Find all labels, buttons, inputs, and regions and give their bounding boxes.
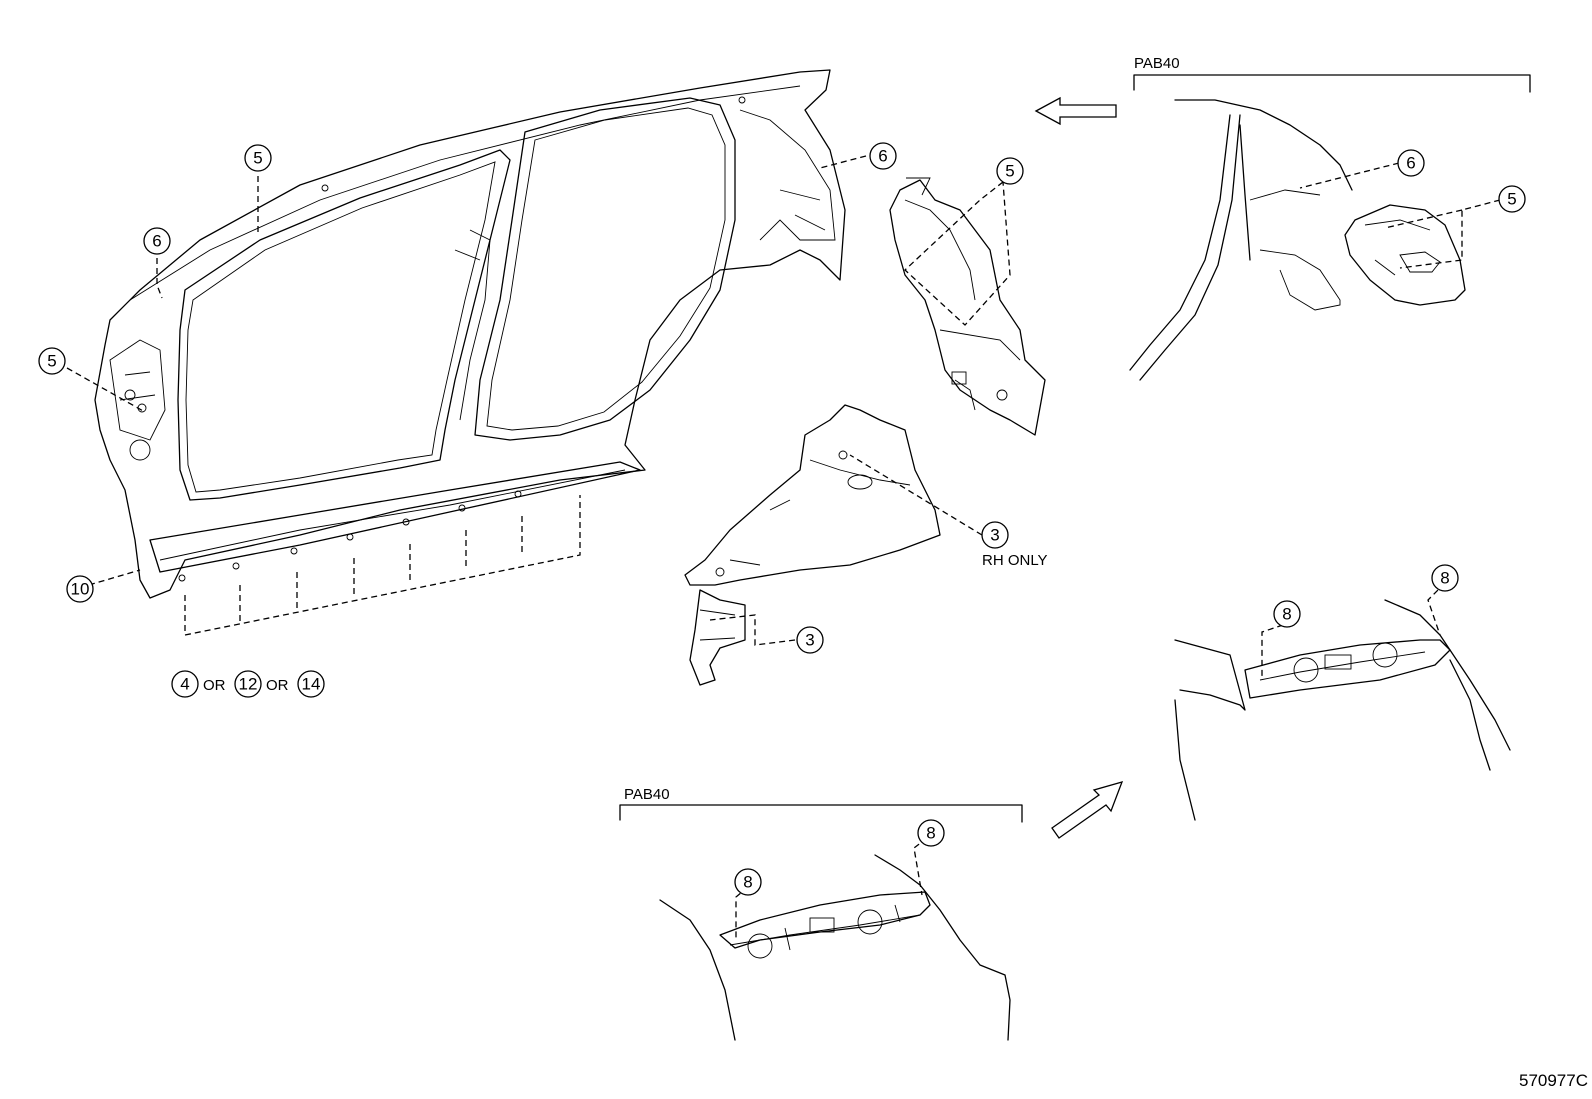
- callout-6-front: 6: [143, 227, 171, 255]
- arrow-up-right-icon: [1051, 781, 1124, 839]
- callout-6-rear: 6: [869, 142, 897, 170]
- callout-number: 14: [302, 675, 321, 694]
- callout-14: 14: [297, 670, 325, 698]
- callout-number: 8: [1440, 569, 1449, 588]
- variant-label-top: PAB40: [1134, 55, 1180, 72]
- callout-number: 5: [253, 149, 262, 168]
- callout-12: 12: [234, 670, 262, 698]
- callout-number: 12: [239, 675, 258, 694]
- or-label: OR: [203, 677, 226, 694]
- callout-3-lower: 3: [796, 626, 824, 654]
- callout-number: 3: [805, 631, 814, 650]
- luggage-floor-inset-right: [1174, 599, 1511, 821]
- or-label: OR: [266, 677, 289, 694]
- callout-3-wheelhouse: 3: [981, 521, 1009, 549]
- callout-number: 5: [1507, 190, 1516, 209]
- arrow-left-icon: [1034, 96, 1117, 126]
- callout-number: 4: [180, 675, 189, 694]
- callout-4: 4: [171, 670, 199, 698]
- callout-number: 5: [47, 352, 56, 371]
- callout-8-right-a: 8: [1273, 600, 1301, 628]
- callout-5-front: 5: [38, 347, 66, 375]
- callout-5-roof: 5: [244, 144, 272, 172]
- callout-number: 5: [1005, 162, 1014, 181]
- callout-number: 6: [878, 147, 887, 166]
- callout-number: 6: [152, 232, 161, 251]
- callout-6-inset: 6: [1397, 149, 1425, 177]
- body-side-outer-panel: [94, 69, 846, 599]
- callout-8-bottom-b: 8: [917, 819, 945, 847]
- callout-5-inset: 5: [1498, 185, 1526, 213]
- rear-pillar-inner: [889, 177, 1046, 436]
- figure-reference: 570977C: [1519, 1071, 1588, 1090]
- rh-only-note: RH ONLY: [982, 552, 1048, 569]
- callout-10: 10: [66, 575, 94, 603]
- callout-number: 8: [1282, 605, 1291, 624]
- variant-inset-top: [1129, 74, 1531, 381]
- callout-5-pillar: 5: [996, 157, 1024, 185]
- callout-number: 8: [743, 873, 752, 892]
- callout-number: 6: [1406, 154, 1415, 173]
- rear-wheelhouse-panel: [684, 404, 941, 686]
- callout-number: 3: [990, 526, 999, 545]
- callout-number: 8: [926, 824, 935, 843]
- callout-8-right-b: 8: [1431, 564, 1459, 592]
- callout-number: 10: [71, 580, 90, 599]
- callout-8-bottom-a: 8: [734, 868, 762, 896]
- variant-inset-bottom: [619, 804, 1023, 1041]
- variant-label-bottom: PAB40: [624, 786, 670, 803]
